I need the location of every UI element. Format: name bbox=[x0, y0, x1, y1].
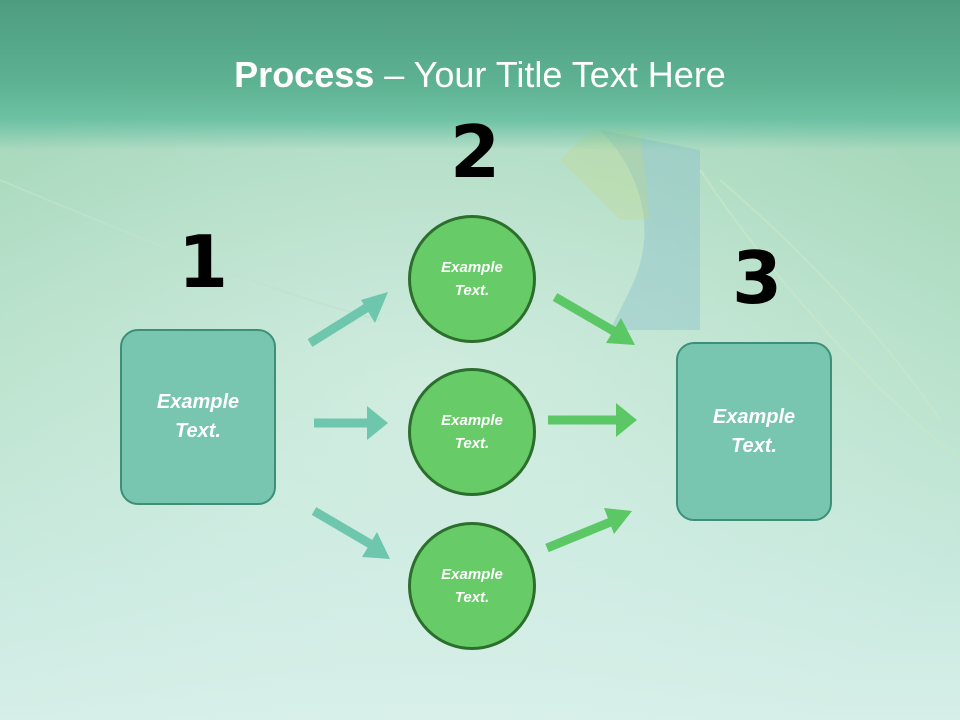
arrow-to-middle-circle bbox=[314, 406, 388, 440]
circle-middle: Example Text. bbox=[408, 368, 536, 496]
title-rest: – Your Title Text Here bbox=[374, 54, 726, 95]
circle-bottom-text: Example Text. bbox=[441, 566, 503, 606]
arrow-to-top-circle bbox=[307, 292, 388, 347]
step-number-3: 3 bbox=[732, 236, 783, 320]
circle-top: Example Text. bbox=[408, 215, 536, 343]
worker-silhouette bbox=[600, 130, 700, 330]
arrow-to-bottom-circle bbox=[311, 507, 390, 559]
arrow-from-middle-circle bbox=[548, 403, 637, 437]
circle-top-text: Example Text. bbox=[441, 259, 503, 299]
right-box: Example Text. bbox=[676, 342, 832, 521]
title-banner bbox=[0, 0, 960, 150]
step-number-2: 2 bbox=[450, 110, 501, 194]
left-box: Example Text. bbox=[120, 329, 276, 505]
left-box-text: Example Text. bbox=[156, 391, 240, 442]
title-bold: Process bbox=[234, 54, 375, 95]
arrow-from-top-circle bbox=[552, 293, 635, 345]
step-number-1: 1 bbox=[178, 220, 229, 304]
page-title: Process – Your Title Text Here bbox=[0, 52, 960, 98]
circle-bottom: Example Text. bbox=[408, 522, 536, 650]
arrow-from-bottom-circle bbox=[545, 508, 632, 553]
right-box-text: Example Text. bbox=[712, 405, 796, 457]
circle-middle-text: Example Text. bbox=[441, 412, 503, 452]
